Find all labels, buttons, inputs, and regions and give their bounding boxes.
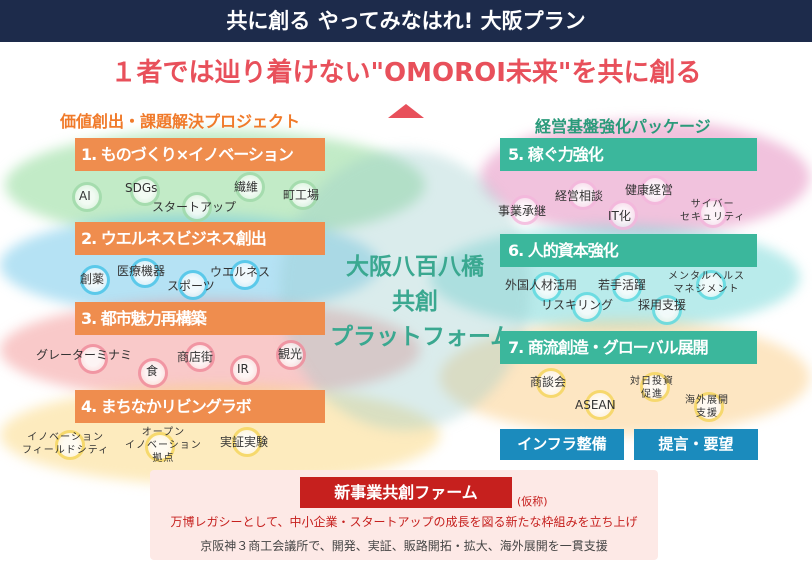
keyword-circle bbox=[694, 392, 724, 422]
keyword-circle bbox=[235, 172, 265, 202]
keyword-circle bbox=[652, 295, 682, 325]
keyword-circle bbox=[276, 340, 306, 370]
left-heading: 価値創出・課題解決プロジェクト bbox=[60, 112, 301, 131]
keyword-circle bbox=[78, 344, 108, 374]
infrastructure-button[interactable]: インフラ整備 bbox=[500, 429, 624, 460]
keyword: 創薬 bbox=[80, 272, 105, 286]
keyword: 商店街 bbox=[177, 350, 214, 364]
keyword: ウエルネス bbox=[210, 265, 271, 279]
package-5[interactable]: 5. 稼ぐ力強化 bbox=[500, 138, 757, 171]
keyword-circle bbox=[232, 427, 262, 457]
keyword: スタートアップ bbox=[152, 200, 237, 214]
keyword-circle bbox=[55, 430, 85, 460]
keyword-circle bbox=[696, 270, 726, 300]
project-1[interactable]: 1. ものづくり×イノベーション bbox=[75, 138, 325, 171]
keyword: 事業承継 bbox=[498, 204, 547, 218]
platform-line-3: プラットフォーム bbox=[330, 324, 514, 350]
keyword-circle bbox=[230, 260, 260, 290]
keyword: 繊維 bbox=[234, 180, 259, 194]
keyword-circle bbox=[510, 195, 540, 225]
keyword: 健康経営 bbox=[625, 183, 674, 197]
project-2[interactable]: 2. ウエルネスビジネス創出 bbox=[75, 222, 325, 255]
keyword: メンタルヘルス マネジメント bbox=[668, 271, 745, 295]
keyword-circle bbox=[568, 180, 598, 210]
package-6[interactable]: 6. 人的資本強化 bbox=[500, 234, 757, 267]
slogan: １者では辿り着けない"OMOROI未来"を共に創る bbox=[110, 58, 702, 88]
keyword-circle bbox=[230, 355, 260, 385]
keyword: 外国人材活用 bbox=[505, 278, 578, 292]
keyword: 若手活躍 bbox=[598, 278, 647, 292]
keyword: スポーツ bbox=[167, 279, 215, 293]
keyword-circle bbox=[80, 265, 110, 295]
keyword: グレーターミナミ bbox=[36, 348, 133, 362]
keyword: 海外展開 支援 bbox=[685, 395, 729, 419]
keyword: 医療機器 bbox=[117, 264, 166, 278]
project-3[interactable]: 3. 都市魅力再構築 bbox=[75, 302, 325, 335]
triangle-icon bbox=[388, 104, 424, 118]
keyword: 商談会 bbox=[530, 375, 567, 389]
keyword: 食 bbox=[146, 364, 159, 378]
page-title: 共に創る やってみなはれ! 大阪プラン bbox=[0, 0, 812, 42]
right-heading: 経営基盤強化パッケージ bbox=[535, 117, 711, 136]
keyword: 実証実験 bbox=[220, 435, 269, 449]
keyword-circle bbox=[178, 270, 208, 300]
keyword-circle bbox=[608, 200, 638, 230]
keyword-circle bbox=[612, 272, 642, 302]
keyword-circle bbox=[640, 372, 670, 402]
farm-title[interactable]: 新事業共創ファーム bbox=[300, 477, 512, 508]
farm-note: (仮称) bbox=[517, 495, 548, 508]
keyword: IT化 bbox=[608, 209, 631, 223]
keyword-circle bbox=[288, 180, 318, 210]
keyword-circle bbox=[185, 342, 215, 372]
keyword: ASEAN bbox=[575, 398, 616, 412]
farm-support: 京阪神３商工会議所で、開発、実証、販路開拓・拡大、海外展開を一貫支援 bbox=[200, 539, 608, 553]
keyword: 対日投資 促進 bbox=[630, 376, 674, 400]
keyword: オープン イノベーション 拠点 bbox=[125, 427, 202, 464]
keyword-circle bbox=[572, 292, 602, 322]
keyword: 町工場 bbox=[283, 188, 320, 202]
keyword: 観光 bbox=[278, 347, 303, 361]
keyword-circle bbox=[536, 368, 566, 398]
keyword-circle bbox=[145, 432, 175, 462]
platform-line-1: 大阪八百八橋 bbox=[346, 254, 484, 280]
keyword: 経営相談 bbox=[555, 189, 604, 203]
platform-title: 大阪八百八橋 共創 プラットフォーム bbox=[330, 250, 514, 355]
bg-blob-center bbox=[280, 150, 530, 430]
project-4[interactable]: 4. まちなかリビングラボ bbox=[75, 390, 325, 423]
keyword-circle bbox=[72, 182, 102, 212]
keyword: サイバー セキュリティ bbox=[680, 199, 746, 223]
keyword-circle bbox=[640, 175, 670, 205]
keyword: リスキリング bbox=[541, 298, 614, 312]
keyword-circle bbox=[585, 390, 615, 420]
package-7[interactable]: 7. 商流創造・グローバル展開 bbox=[500, 331, 757, 364]
keyword: AI bbox=[79, 189, 91, 203]
keyword: SDGs bbox=[125, 181, 158, 195]
keyword: IR bbox=[237, 362, 249, 376]
keyword-circle bbox=[182, 192, 212, 222]
proposal-button[interactable]: 提言・要望 bbox=[634, 429, 758, 460]
keyword-circle bbox=[130, 176, 160, 206]
keyword: イノベーション フィールドシティ bbox=[22, 432, 110, 456]
platform-line-2: 共創 bbox=[392, 289, 438, 315]
keyword-circle bbox=[698, 198, 728, 228]
keyword-circle bbox=[138, 358, 168, 388]
farm-description: 万博レガシーとして、中小企業・スタートアップの成長を図る新たな枠組みを立ち上げ bbox=[170, 515, 638, 529]
keyword-circle bbox=[532, 272, 562, 302]
keyword: 採用支援 bbox=[638, 298, 687, 312]
keyword-circle bbox=[130, 258, 160, 288]
